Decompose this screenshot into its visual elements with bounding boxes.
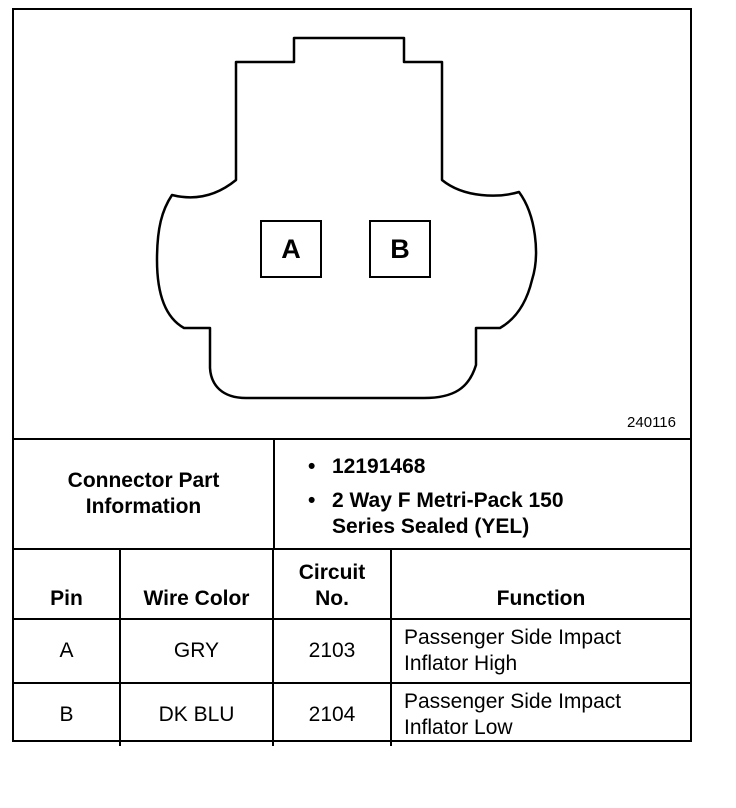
figure-id: 240116	[627, 414, 676, 431]
connector-type: 2 Way F Metri-Pack 150 Series Sealed (YE…	[332, 489, 564, 538]
part-number-item: • 12191468	[306, 454, 632, 480]
table-header-row: Pin Wire Color Circuit No. Function	[14, 550, 690, 620]
header-function: Function	[390, 550, 690, 620]
connector-info-values: • 12191468 • 2 Way F Metri-Pack 150 Seri…	[306, 454, 632, 540]
header-wire-color: Wire Color	[119, 550, 274, 620]
table-row: B DK BLU 2104 Passenger Side Impact Infl…	[14, 682, 690, 746]
cell-circuit: 2103	[272, 618, 392, 684]
cell-pin: B	[14, 682, 121, 746]
pin-a-cavity: A	[260, 220, 322, 278]
cell-function: Passenger Side Impact Inflator High	[390, 618, 690, 684]
connector-info-row: Connector Part Information • 12191468 • …	[14, 440, 690, 550]
cell-function: Passenger Side Impact Inflator Low	[390, 682, 690, 746]
connector-drawing: A B 240116	[14, 10, 690, 440]
connector-figure: A B 240116 Connector Part Information • …	[12, 8, 692, 746]
bullet-icon: •	[308, 455, 316, 478]
connector-info-label-text: Connector Part Information	[67, 469, 220, 518]
cell-circuit: 2104	[272, 682, 392, 746]
connector-outline	[155, 36, 538, 400]
cell-wire-color: DK BLU	[119, 682, 274, 746]
table-row: A GRY 2103 Passenger Side Impact Inflato…	[14, 618, 690, 684]
part-number: 12191468	[332, 455, 426, 478]
bullet-icon: •	[308, 489, 316, 512]
cell-pin: A	[14, 618, 121, 684]
connector-info-label: Connector Part Information	[14, 440, 275, 548]
cell-wire-color: GRY	[119, 618, 274, 684]
pin-b-cavity: B	[369, 220, 431, 278]
pin-table: Pin Wire Color Circuit No. Function A GR…	[14, 550, 690, 746]
header-pin: Pin	[14, 550, 121, 620]
connector-type-item: • 2 Way F Metri-Pack 150 Series Sealed (…	[306, 488, 632, 540]
header-circuit-no: Circuit No.	[272, 550, 392, 620]
